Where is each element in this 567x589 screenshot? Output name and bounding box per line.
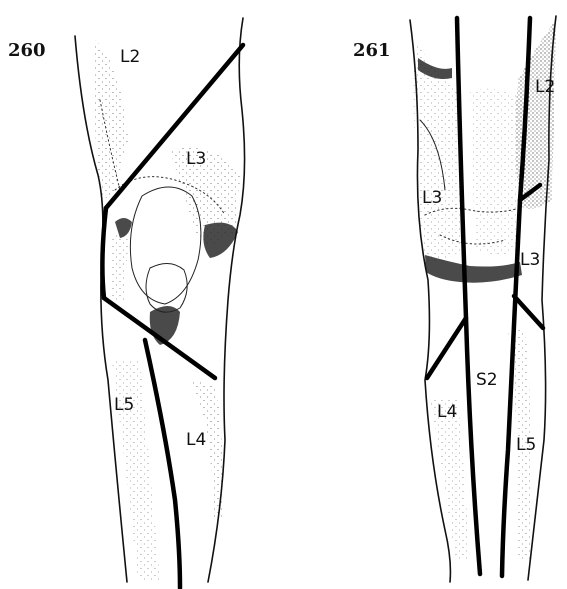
dermatome-boundary-medial [102,208,106,298]
label-l2: L2 [535,77,555,97]
label-l3-left: L3 [422,188,442,208]
label-s2: S2 [476,370,498,390]
figure-number-261: 261 [353,40,391,61]
shading-popliteal-crease [425,255,522,283]
tibial-tubercle-outline [146,263,187,312]
label-l2: L2 [120,47,140,67]
label-l4: L4 [186,430,206,450]
label-l3-right: L3 [520,250,540,270]
figure-260: 260 L2 L3 L5 L4 [8,18,245,588]
label-l5: L5 [516,435,536,455]
figure-261: 261 L2 L3 L3 S2 L4 L5 [353,16,556,582]
label-l3: L3 [186,149,206,169]
label-l4: L4 [437,402,457,422]
shading-medial-knee [115,218,132,238]
dermatome-boundary-l3-l4 [427,318,466,378]
label-l5: L5 [114,395,134,415]
dermatome-boundary-l3-l5 [514,296,543,328]
figure-number-260: 260 [8,40,46,61]
